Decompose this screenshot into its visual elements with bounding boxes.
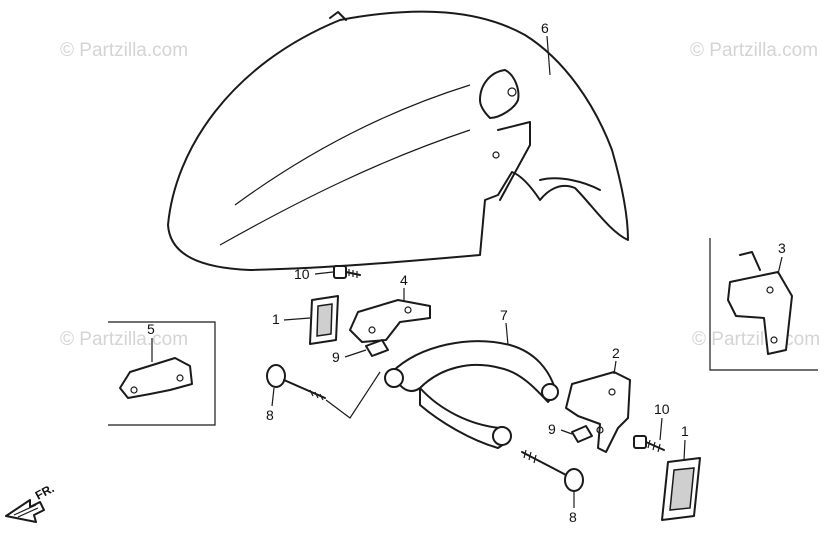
leader-7 — [505, 322, 509, 346]
leader-9-left — [344, 349, 367, 358]
callout-10-top: 10 — [294, 266, 310, 282]
leader-10-top — [314, 271, 334, 275]
callout-10-right: 10 — [654, 401, 670, 417]
leader-1-right — [683, 439, 686, 461]
part-3-side-bracket-box — [709, 238, 818, 371]
callout-8-left: 8 — [266, 407, 274, 423]
callout-5: 5 — [147, 321, 155, 337]
callout-3: 3 — [778, 240, 786, 256]
callout-7: 7 — [500, 307, 508, 323]
callout-2: 2 — [612, 345, 620, 361]
callout-9-right: 9 — [548, 421, 556, 437]
part-9-clip-nut-right[interactable] — [571, 425, 593, 443]
part-5-inner-bracket-box — [108, 321, 216, 426]
callout-6: 6 — [541, 20, 549, 36]
fr-label: FR. — [33, 481, 57, 502]
callout-1-left: 1 — [272, 311, 280, 327]
leader-6 — [546, 35, 551, 76]
leader-3 — [777, 256, 783, 275]
front-direction-arrow: FR. — [5, 481, 57, 523]
watermark-4: © Partzilla.com — [60, 329, 188, 350]
watermark-3: © Partzilla.com — [690, 40, 818, 61]
part-6-front-fender[interactable] — [167, 10, 629, 271]
callout-8-right: 8 — [569, 509, 577, 525]
part-7-fender-brace[interactable] — [384, 340, 559, 449]
part-1-reflector-right[interactable] — [661, 457, 701, 521]
part-8-bolt-left[interactable] — [266, 364, 326, 401]
leader-8-left — [271, 387, 275, 407]
part-9-clip-nut-left[interactable] — [365, 339, 389, 357]
callout-4: 4 — [400, 272, 408, 288]
part-5-inner-bracket[interactable] — [119, 357, 193, 399]
callout-9-left: 9 — [332, 349, 340, 365]
callout-1-right: 1 — [681, 423, 689, 439]
leader-10-right — [659, 417, 663, 441]
part-8-bolt-right[interactable] — [521, 449, 584, 492]
part-3-side-bracket[interactable] — [727, 251, 793, 355]
bolt-8-assembly-path — [325, 371, 381, 419]
part-10-bolt-right[interactable] — [633, 435, 665, 453]
part-10-bolt-top[interactable] — [333, 265, 361, 279]
part-1-reflector-left[interactable] — [309, 295, 339, 345]
watermark-1: © Partzilla.com — [60, 40, 188, 61]
leader-2 — [613, 360, 617, 375]
leader-1-left — [283, 317, 311, 321]
part-2-fender-bracket-right[interactable] — [565, 371, 631, 453]
part-4-fender-bracket[interactable] — [349, 299, 431, 343]
leader-9-right — [560, 429, 573, 435]
watermark-5: © Partzilla.com — [692, 329, 820, 350]
